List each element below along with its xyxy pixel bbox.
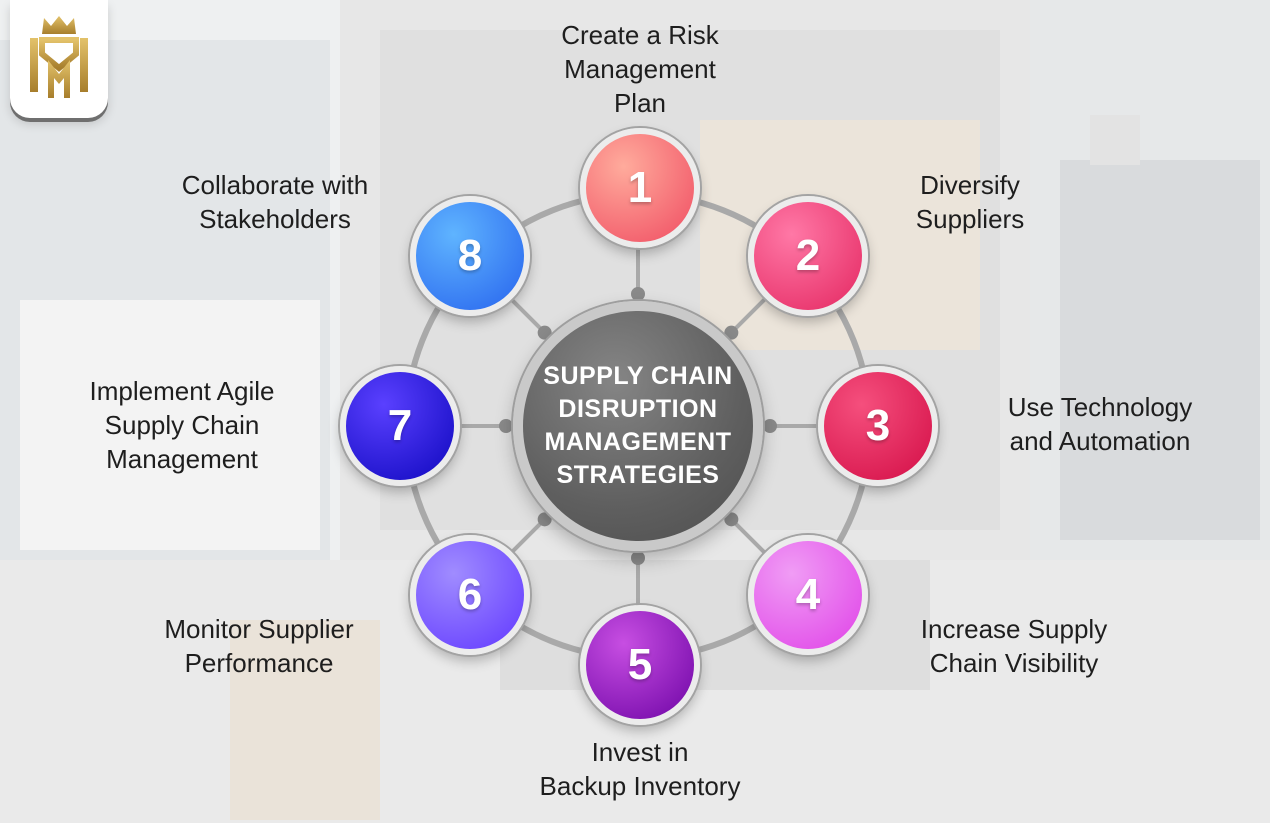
strategy-label-line: Diversify	[920, 170, 1020, 200]
strategy-label-3: Use Technology and Automation	[970, 390, 1230, 458]
strategy-label-line: Monitor Supplier	[164, 614, 354, 644]
center-title-line: DISRUPTION	[558, 395, 718, 423]
connector-dot	[631, 551, 645, 565]
center-hub: SUPPLY CHAIN DISRUPTION MANAGEMENT STRAT…	[513, 301, 763, 551]
strategy-label-1: Create a Risk Management Plan	[520, 18, 760, 120]
strategy-node-8: 8	[410, 196, 530, 316]
strategy-label-line: Management	[106, 444, 258, 474]
strategy-label-2: Diversify Suppliers	[870, 168, 1070, 236]
strategy-label-line: Plan	[613, 88, 667, 118]
connector-dot	[763, 419, 777, 433]
strategy-label-line: Management	[564, 54, 716, 84]
connector-dot	[631, 287, 645, 301]
strategy-label-line: Collaborate with	[181, 170, 369, 200]
connector-dot	[499, 419, 513, 433]
connector-dot	[537, 325, 552, 340]
strategy-label-5: Invest in Backup Inventory	[490, 735, 790, 803]
strategy-number: 4	[795, 570, 821, 619]
strategy-label-line: Backup Inventory	[539, 771, 741, 801]
strategy-label-line: Increase Supply	[920, 614, 1108, 644]
connector-dot	[537, 512, 552, 527]
brand-logo	[10, 0, 108, 118]
strategy-label-8: Collaborate with Stakeholders	[140, 168, 410, 236]
strategy-label-line: Use Technology	[1007, 392, 1193, 422]
strategy-node-7: 7	[340, 366, 460, 486]
shield-crown-icon	[30, 16, 88, 98]
strategy-label-line: Invest in	[591, 737, 689, 767]
strategy-label-line: Create a Risk	[561, 20, 719, 50]
strategy-node-4: 4	[748, 535, 868, 655]
strategy-node-5: 5	[580, 605, 700, 725]
center-title-line: SUPPLY CHAIN	[543, 362, 733, 390]
center-title: SUPPLY CHAIN DISRUPTION MANAGEMENT STRAT…	[528, 360, 748, 492]
strategy-label-7: Implement Agile Supply Chain Management	[44, 374, 320, 476]
strategy-number: 8	[457, 231, 483, 280]
strategy-number: 1	[627, 163, 653, 212]
strategy-label-line: Stakeholders	[199, 204, 351, 234]
center-title-line: MANAGEMENT	[544, 428, 732, 456]
strategy-label-line: Performance	[184, 648, 334, 678]
center-title-line: STRATEGIES	[556, 461, 720, 489]
strategy-label-line: Chain Visibility	[929, 648, 1099, 678]
strategy-label-line: Supply Chain	[104, 410, 260, 440]
strategy-node-3: 3	[818, 366, 938, 486]
connector-dot	[724, 512, 739, 527]
strategy-number: 6	[457, 570, 483, 619]
strategy-label-4: Increase Supply Chain Visibility	[884, 612, 1144, 680]
strategy-label-6: Monitor Supplier Performance	[124, 612, 394, 680]
strategy-node-1: 1	[580, 128, 700, 248]
strategy-label-line: Implement Agile	[89, 376, 275, 406]
strategy-label-line: and Automation	[1009, 426, 1191, 456]
strategy-number: 7	[387, 401, 413, 450]
strategy-label-line: Suppliers	[915, 204, 1025, 234]
strategy-number: 3	[865, 401, 891, 450]
strategy-node-6: 6	[410, 535, 530, 655]
strategy-number: 5	[627, 640, 653, 689]
connector-dot	[724, 325, 739, 340]
strategy-number: 2	[795, 231, 821, 280]
strategy-node-2: 2	[748, 196, 868, 316]
